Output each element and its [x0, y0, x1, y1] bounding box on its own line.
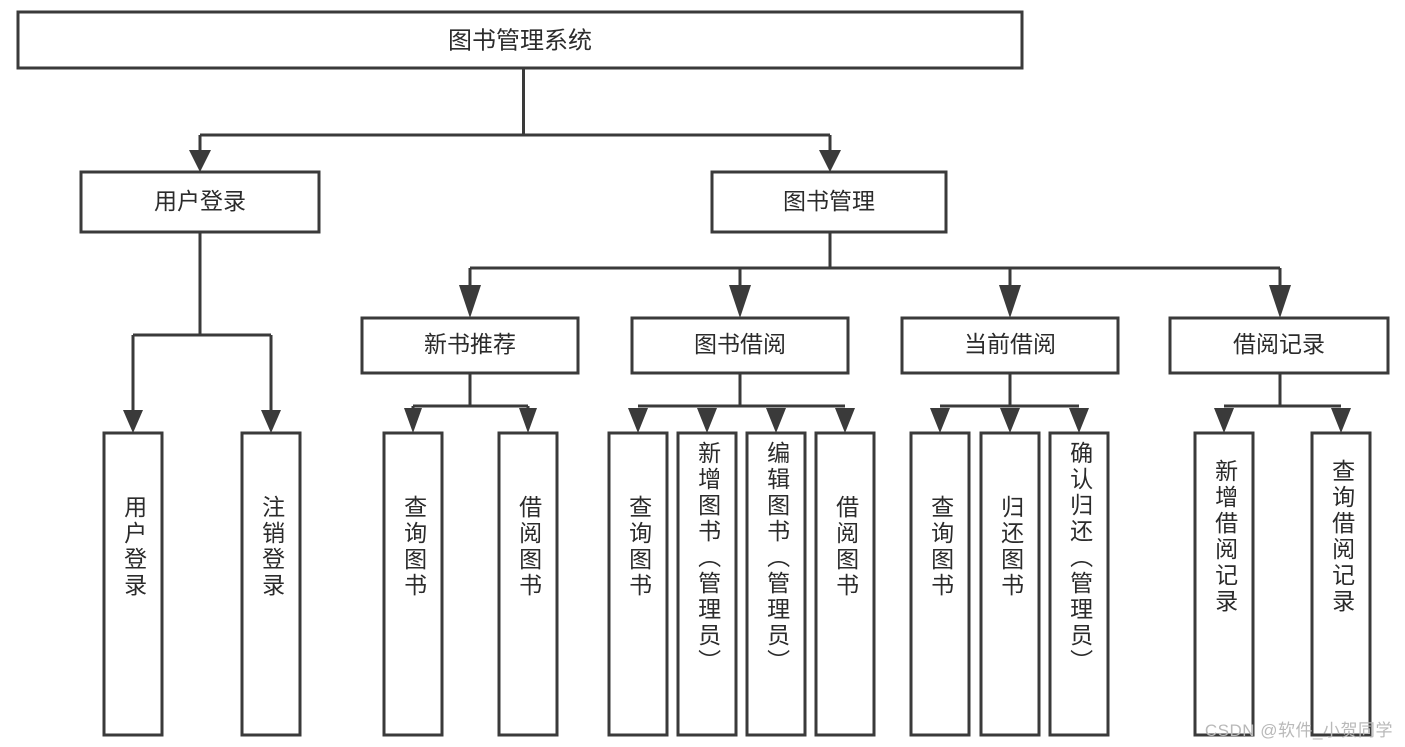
- arrow-head-nb-leaf-2: [519, 408, 537, 433]
- arrow-head-leaf-logout: [261, 410, 281, 433]
- arrow-head-bb-leaf-2: [697, 408, 717, 433]
- arrow-head-bb-leaf-1: [628, 408, 648, 433]
- csdn-watermark: CSDN @软件_小贺同学: [1204, 721, 1393, 740]
- leaf-box-bb-borrow-book[interactable]: [814, 431, 876, 737]
- node-book-borrow[interactable]: 图书借阅: [630, 316, 850, 375]
- leaf-box-logout[interactable]: [240, 431, 302, 737]
- leaf-box-nb-borrow-book[interactable]: [497, 431, 559, 737]
- arrow-head-new-book: [459, 285, 481, 318]
- connector-group: [123, 68, 1351, 433]
- node-current-borrow-box[interactable]: [900, 316, 1120, 375]
- leaf-box-cb-return-book[interactable]: [979, 431, 1041, 737]
- node-borrow-record-label: 借阅记录: [1233, 331, 1325, 357]
- arrow-head-user-login: [189, 150, 211, 172]
- node-book-borrow-label: 图书借阅: [694, 331, 786, 357]
- node-user-login[interactable]: 用户登录: [79, 170, 321, 234]
- node-root-label: 图书管理系统: [448, 27, 592, 54]
- node-new-book-recommend-box[interactable]: [360, 316, 580, 375]
- node-root[interactable]: 图书管理系统: [16, 10, 1024, 70]
- node-new-book-recommend-label: 新书推荐: [424, 331, 516, 357]
- arrow-head-bb-leaf-4: [835, 408, 855, 433]
- arrow-head-cb-leaf-3: [1069, 408, 1089, 433]
- node-root-box[interactable]: [16, 10, 1024, 70]
- arrow-head-borrow-record: [1269, 285, 1291, 318]
- node-book-borrow-box[interactable]: [630, 316, 850, 375]
- arrow-head-current-borrow: [999, 285, 1021, 318]
- arrow-head-nb-leaf-1: [404, 408, 422, 433]
- leaf-box-bb-query-book[interactable]: [607, 431, 669, 737]
- node-book-manage-label: 图书管理: [783, 188, 875, 214]
- arrow-head-book-borrow: [729, 285, 751, 318]
- arrow-head-cb-leaf-1: [930, 408, 950, 433]
- arrow-head-book-manage: [819, 150, 841, 172]
- node-new-book-recommend[interactable]: 新书推荐: [360, 316, 580, 375]
- leaf-box-br-add-record[interactable]: [1193, 431, 1255, 737]
- leaf-box-group: [102, 431, 1372, 737]
- leaf-box-nb-query-book[interactable]: [382, 431, 444, 737]
- arrow-head-cb-leaf-2: [1000, 408, 1020, 433]
- node-book-manage[interactable]: 图书管理: [710, 170, 948, 234]
- node-borrow-record-box[interactable]: [1168, 316, 1390, 375]
- node-user-login-label: 用户登录: [154, 188, 246, 214]
- node-user-login-box[interactable]: [79, 170, 321, 234]
- node-book-manage-box[interactable]: [710, 170, 948, 234]
- leaf-box-cb-confirm-return[interactable]: [1048, 431, 1110, 737]
- node-borrow-record[interactable]: 借阅记录: [1168, 316, 1390, 375]
- leaf-box-bb-add-book[interactable]: [676, 431, 738, 737]
- leaf-box-user-login[interactable]: [102, 431, 164, 737]
- arrow-head-br-leaf-2: [1331, 408, 1351, 433]
- arrow-head-bb-leaf-3: [766, 408, 786, 433]
- arrow-head-leaf-user-login: [123, 410, 143, 433]
- arrow-head-br-leaf-1: [1214, 408, 1234, 433]
- node-current-borrow[interactable]: 当前借阅: [900, 316, 1120, 375]
- leaf-box-cb-query-book[interactable]: [909, 431, 971, 737]
- leaf-box-br-query-record[interactable]: [1310, 431, 1372, 737]
- leaf-box-bb-edit-book[interactable]: [745, 431, 807, 737]
- node-current-borrow-label: 当前借阅: [964, 331, 1056, 357]
